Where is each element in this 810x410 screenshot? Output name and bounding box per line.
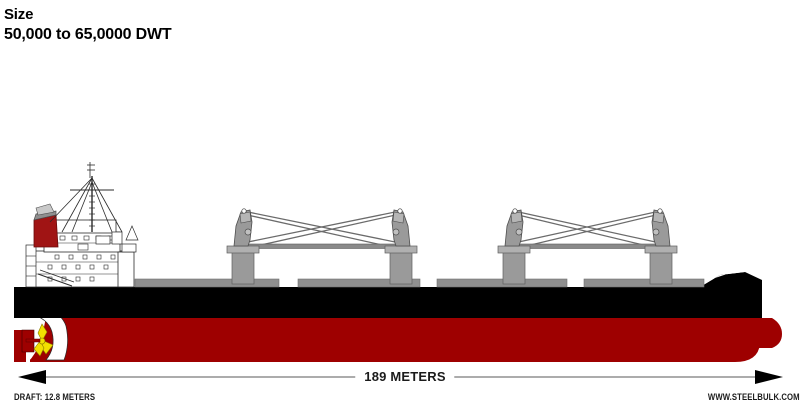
crane-1-left — [226, 208, 260, 285]
dimension-arrow-right — [755, 370, 783, 384]
page-title: Size — [4, 6, 34, 23]
propeller-icon — [25, 323, 54, 357]
crane-pedestal — [649, 251, 673, 285]
funnel-top-detail — [35, 203, 55, 216]
funnel-cap — [33, 210, 57, 221]
hatch-cover — [297, 278, 421, 288]
crane-1-right — [384, 208, 418, 285]
crane-2-left — [497, 208, 531, 285]
draft-label: DRAFT: 12.8 METERS — [14, 392, 96, 402]
mast-house — [117, 251, 135, 288]
crane-pair-2 — [497, 208, 678, 285]
superstructure — [25, 219, 135, 288]
page-subtitle: 50,000 to 65,0000 DWT — [4, 26, 172, 43]
mast-stays — [49, 177, 123, 233]
hatch-cover — [436, 278, 568, 288]
crane-rigging-cables — [242, 210, 401, 250]
deck-machinery — [77, 225, 139, 253]
crane-slew-ring — [226, 245, 260, 254]
gangway — [37, 273, 73, 287]
crane-2-right — [644, 208, 678, 285]
crane-slew-ring — [497, 245, 531, 254]
page-title-block: Size 50,000 to 65,0000 DWT — [4, 5, 504, 45]
hatch-cover — [583, 278, 705, 288]
hull-topsides-black — [14, 272, 762, 318]
attribution-label: WWW.STEELBULK.COM — [708, 392, 800, 402]
crane-rigging-cables — [513, 210, 661, 250]
hatch-covers — [117, 278, 705, 288]
crane-pair-1 — [226, 208, 418, 285]
length-dimension-label: 189 METERS — [355, 369, 455, 384]
crane-slew-ring — [644, 245, 678, 254]
funnel — [33, 203, 59, 248]
crane-pedestal — [389, 251, 413, 285]
hull-underbody-red — [14, 316, 782, 362]
crane-slew-ring — [384, 245, 418, 254]
bow-flare-highlight — [700, 268, 745, 287]
crane-jib-beam — [512, 243, 663, 249]
hatch-cover — [134, 278, 280, 288]
dimension-arrow-left — [18, 370, 46, 384]
crane-jib-beam — [241, 243, 403, 249]
derrick-post — [125, 225, 139, 241]
stair-tower — [25, 244, 37, 288]
stern-propeller-assembly — [14, 309, 68, 362]
crane-pedestal — [502, 251, 526, 285]
crane-pedestal — [231, 251, 255, 285]
signal-mast — [49, 162, 123, 233]
